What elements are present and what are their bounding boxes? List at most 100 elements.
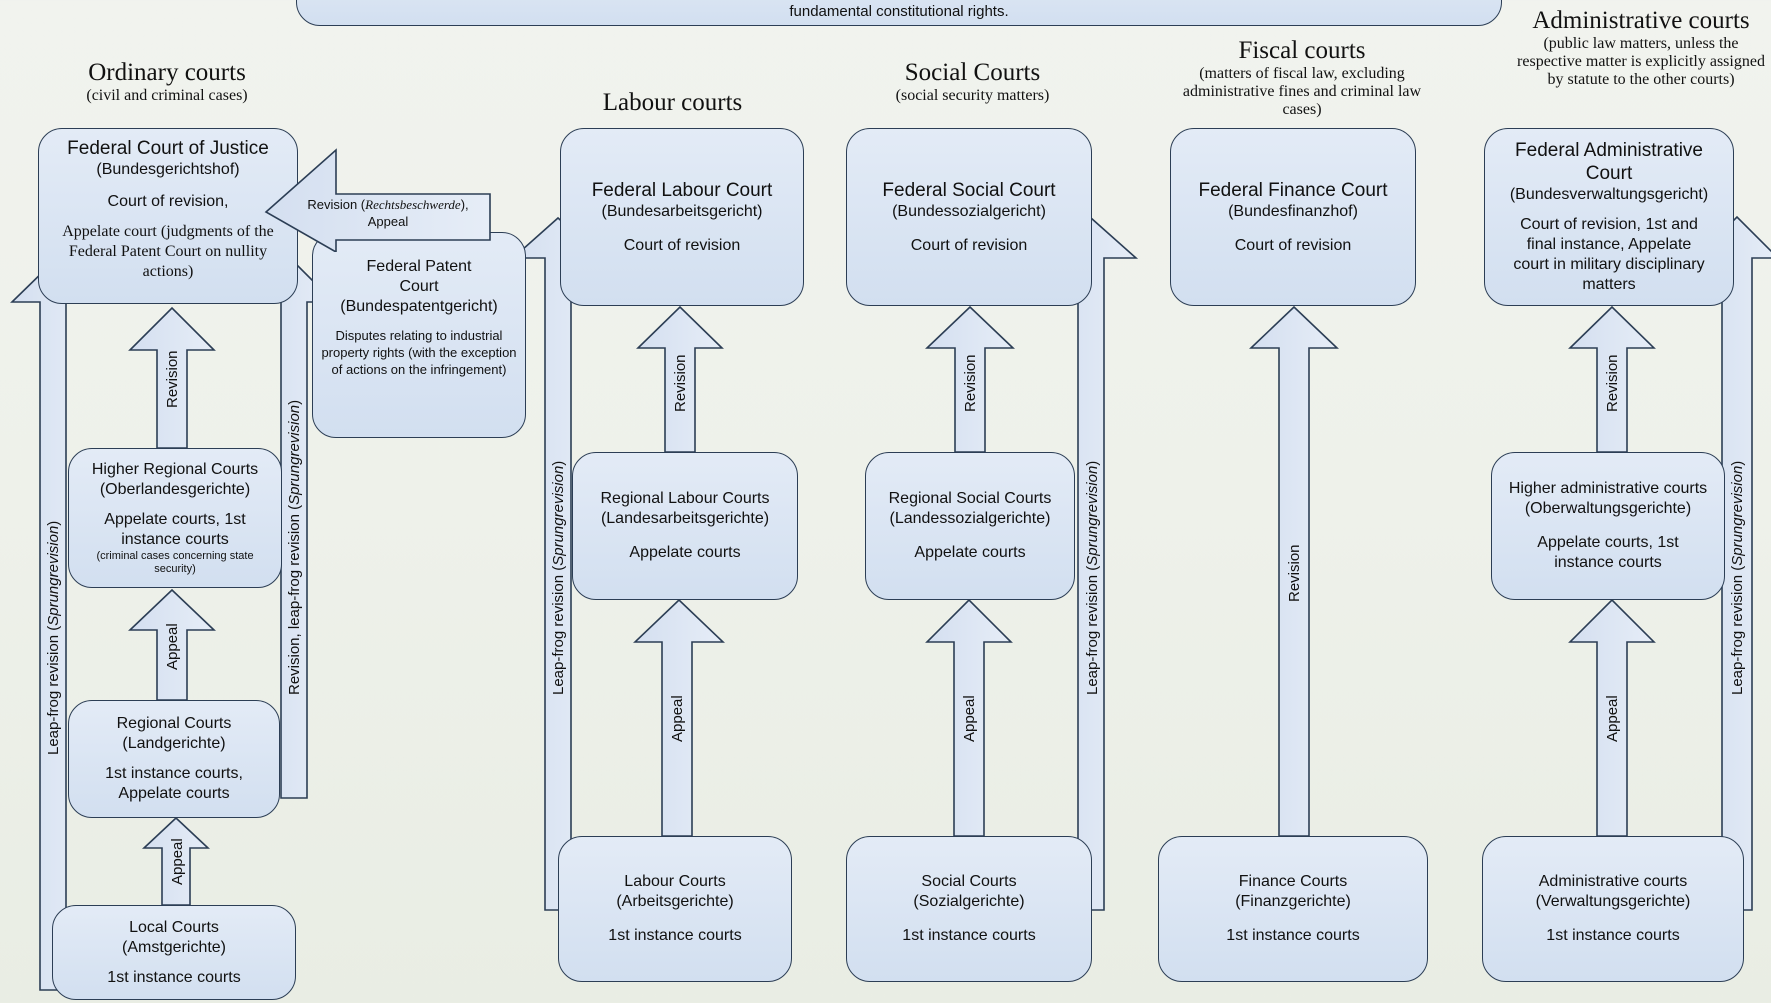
social-title: Social Courts <box>904 59 1041 86</box>
ordinary-appeal-label-upper: Appeal <box>164 623 181 670</box>
fsc-sub: (Bundessozialgericht) <box>892 202 1046 220</box>
banner-text: fundamental constitutional rights. <box>789 3 1009 20</box>
admin-title: Administrative courts <box>1532 7 1750 34</box>
social-revision-label: Revision <box>962 354 979 412</box>
soc-name: Social Courts <box>921 873 1017 890</box>
ffc-sub: (Bundesfinanzhof) <box>1228 202 1358 220</box>
ordinary-revision-label: Revision <box>164 350 181 408</box>
flc-name: Federal Labour Court <box>591 179 773 201</box>
ordinary-appeal-arrow-upper <box>128 588 216 701</box>
ordinary-desc: (civil and criminal cases) <box>86 87 248 104</box>
hrc-sub: (Oberlandesgerichte) <box>99 481 251 498</box>
admin-header: Administrative courts (public law matter… <box>1510 6 1771 89</box>
admin-desc: (public law matters, unless the respecti… <box>1517 35 1765 88</box>
hrc-note: (criminal cases concerning state securit… <box>96 550 254 575</box>
patent-pointer-label: Revision (Rechtsbeschwerde), Appeal <box>307 197 469 229</box>
federal-social-court-box: Federal Social Court (Bundessozialgerich… <box>846 128 1092 306</box>
fcj-role1: Court of revision, <box>107 193 229 210</box>
lab-role: 1st instance courts <box>608 927 742 944</box>
hrc-name: Higher Regional Courts <box>91 461 259 478</box>
fiscal-revision-arrow <box>1249 305 1339 837</box>
regional-social-courts-box: Regional Social Courts (Landessozialgeri… <box>865 452 1075 600</box>
federal-patent-court-box: Federal Patent Court (Bundespatentgerich… <box>312 232 526 438</box>
labour-courts-box: Labour Courts (Arbeitsgerichte) 1st inst… <box>558 836 792 982</box>
labour-appeal-label: Appeal <box>669 695 686 742</box>
labour-revision-arrow <box>636 305 724 453</box>
rlc-role: Appelate courts <box>629 544 741 561</box>
labour-appeal-arrow <box>633 598 725 837</box>
admin-leapfrog-label: Leap-frog revision (Sprungrevision) <box>1729 461 1746 695</box>
social-courts-box: Social Courts (Sozialgerichte) 1st insta… <box>846 836 1092 982</box>
lc-name: Local Courts <box>129 918 219 936</box>
ordinary-revision-leapfrog-label: Revision, leap-frog revision (Sprungrevi… <box>286 400 303 695</box>
ffc-role: Court of revision <box>1234 236 1352 254</box>
federal-administrative-court-box: Federal Administrative Court (Bundesverw… <box>1484 128 1734 306</box>
fiscal-revision-label: Revision <box>1286 544 1303 602</box>
fiscal-header: Fiscal courts (matters of fiscal law, ex… <box>1168 36 1436 119</box>
federal-labour-court-box: Federal Labour Court (Bundesarbeitsgeric… <box>560 128 804 306</box>
federal-court-of-justice-box: Federal Court of Justice (Bundesgerichts… <box>38 128 298 304</box>
admin-revision-arrow <box>1568 305 1656 453</box>
social-leapfrog-label: Leap-frog revision (Sprungrevision) <box>1084 461 1101 695</box>
regional-labour-courts-box: Regional Labour Courts (Landesarbeitsger… <box>572 452 798 600</box>
patent-pointer-arrow <box>264 148 491 252</box>
social-appeal-arrow <box>925 598 1013 837</box>
rsc-role: Appelate courts <box>914 544 1026 561</box>
fac-sub: (Bundesverwaltungsgericht) <box>1509 186 1709 203</box>
rlc-name: Regional Labour Courts <box>600 490 770 507</box>
flc-role: Court of revision <box>623 236 741 254</box>
finance-courts-box: Finance Courts (Finanzgerichte) 1st inst… <box>1158 836 1428 982</box>
fac-name: Federal Administrative Court <box>1515 140 1703 184</box>
fin-sub: (Finanzgerichte) <box>1235 893 1351 910</box>
rlc-sub: (Landesarbeitsgerichte) <box>600 510 770 527</box>
fcj-role2: Appelate court (judgments of the Federal… <box>62 223 274 280</box>
rc-sub: (Landgerichte) <box>122 735 226 752</box>
rsc-name: Regional Social Courts <box>888 490 1052 507</box>
fiscal-title: Fiscal courts <box>1238 37 1366 64</box>
rc-name: Regional Courts <box>116 715 232 732</box>
social-revision-arrow <box>925 305 1015 453</box>
fsc-name: Federal Social Court <box>882 179 1056 201</box>
regional-courts-box: Regional Courts (Landgerichte) 1st insta… <box>68 700 280 818</box>
ordinary-appeal-arrow-lower <box>141 816 211 906</box>
adm-sub: (Verwaltungsgerichte) <box>1535 893 1691 910</box>
federal-finance-court-box: Federal Finance Court (Bundesfinanzhof) … <box>1170 128 1416 306</box>
fcj-name: Federal Court of Justice <box>67 138 269 159</box>
adm-name: Administrative courts <box>1538 873 1688 890</box>
fac-role: Court of revision, 1st and final instanc… <box>1513 216 1705 293</box>
hac-sub: (Oberwaltungsgerichte) <box>1524 500 1692 517</box>
labour-leapfrog-label: Leap-frog revision (Sprungrevision) <box>550 461 567 695</box>
adm-role: 1st instance courts <box>1546 927 1680 944</box>
hac-role: Appelate courts, 1st instance courts <box>1537 534 1679 571</box>
ordinary-revision-arrow <box>128 306 216 449</box>
higher-administrative-courts-box: Higher administrative courts (Oberwaltun… <box>1491 452 1725 600</box>
soc-role: 1st instance courts <box>902 927 1036 944</box>
higher-regional-courts-box: Higher Regional Courts (Oberlandesgerich… <box>68 448 282 588</box>
fpc-name: Federal Patent Court <box>366 258 472 295</box>
ordinary-appeal-label-lower: Appeal <box>169 838 186 885</box>
flc-sub: (Bundesarbeitsgericht) <box>601 202 763 220</box>
social-appeal-label: Appeal <box>961 695 978 742</box>
social-header: Social Courts (social security matters) <box>860 58 1085 105</box>
administrative-courts-box: Administrative courts (Verwaltungsgerich… <box>1482 836 1744 982</box>
fin-name: Finance Courts <box>1238 873 1348 890</box>
admin-appeal-arrow <box>1568 598 1656 837</box>
ordinary-leapfrog-label: Leap-frog revision (Sprungrevision) <box>45 521 62 755</box>
lab-name: Labour Courts <box>624 873 726 890</box>
fpc-role: Disputes relating to industrial property… <box>321 328 517 377</box>
fiscal-desc: (matters of fiscal law, excluding admini… <box>1182 65 1422 118</box>
top-banner: fundamental constitutional rights. <box>296 0 1502 26</box>
ffc-name: Federal Finance Court <box>1198 179 1388 201</box>
rsc-sub: (Landessozialgerichte) <box>889 510 1051 527</box>
lc-sub: (Amstgerichte) <box>121 938 227 956</box>
ordinary-title: Ordinary courts <box>88 59 246 86</box>
soc-sub: (Sozialgerichte) <box>913 893 1025 910</box>
labour-revision-label: Revision <box>672 354 689 412</box>
ordinary-header: Ordinary courts (civil and criminal case… <box>40 58 294 105</box>
local-courts-box: Local Courts (Amstgerichte) 1st instance… <box>52 905 296 1000</box>
fcj-sub: (Bundesgerichtshof) <box>96 161 240 178</box>
hrc-role: Appelate courts, 1st instance courts <box>104 511 246 548</box>
rc-role: 1st instance courts, Appelate courts <box>105 765 243 802</box>
hac-name: Higher administrative courts <box>1508 480 1708 497</box>
